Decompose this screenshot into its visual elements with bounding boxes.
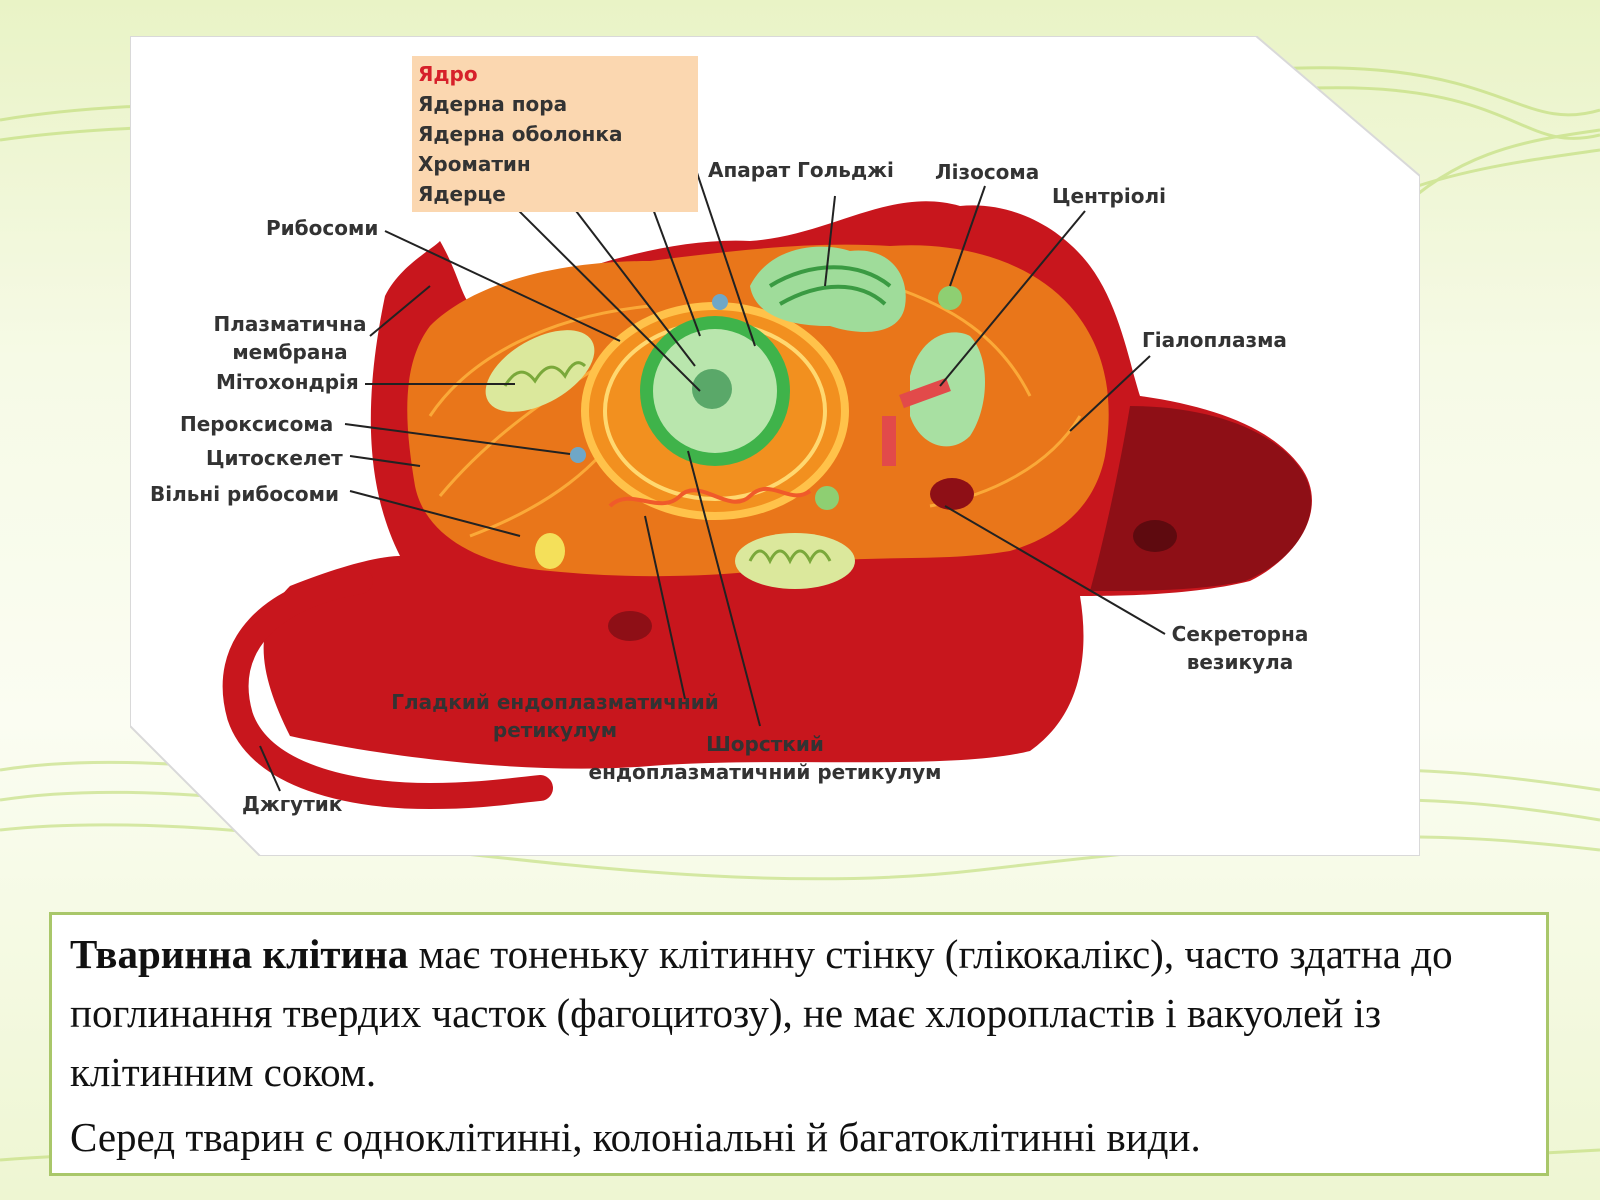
label-nucleolus: Ядерце [418,182,506,206]
flagellum [222,568,553,810]
label-secretory-vesicle-2: везикула [1186,650,1294,674]
lysosome [938,286,962,310]
centrioles [882,377,951,466]
mitochondrion-1 [485,330,595,412]
secretory-vesicle [930,478,974,510]
label-plasma-membrane-1: Плазматична [213,312,367,336]
label-free-ribosomes: Вільні рибосоми [150,482,340,506]
label-peroxisome: Пероксисома [180,412,334,436]
mitochondrion-2 [735,533,855,589]
nucleus-label-box [412,56,698,212]
label-nuclear-pore: Ядерна пора [418,92,568,116]
cell-illustration [130,36,1420,856]
nucleus-title: Ядро [418,62,478,86]
caption-term: Тваринна клітина [70,931,409,977]
label-secretory-vesicle-1: Секреторна [1171,622,1309,646]
caption-paragraph-2: Серед тварин є одноклітинні, колоніальні… [70,1114,1201,1160]
caption-box: Тваринна клітина має тоненьку клітинну с… [49,912,1549,1176]
caption-text-1: має тоненьку клітинну стінку (глікокалік… [70,931,1453,1095]
label-nuclear-envelope: Ядерна оболонка [418,122,623,146]
label-smooth-er-1: Гладкий ендоплазматичний [391,690,719,714]
label-smooth-er-2: ретикулум [492,718,618,742]
caption-paragraph-1: Тваринна клітина має тоненьку клітинну с… [70,925,1528,1102]
label-mitochondria: Мітохондрія [216,370,359,394]
peroxisome [570,447,586,463]
label-golgi: Апарат Гольджі [708,158,894,182]
label-flagellum: Джгутик [242,792,343,816]
label-cytoskeleton: Цитоскелет [206,446,343,470]
label-centrioles: Центріолі [1052,184,1166,208]
smooth-er [608,486,812,508]
label-rough-er-1: Шорсткий [706,732,824,756]
label-rough-er-2: ендоплазматичний ретикулум [588,760,942,784]
label-hyaloplasm: Гіалоплазма [1142,328,1287,352]
label-ribosomes: Рибосоми [266,216,379,240]
label-plasma-membrane-2: мембрана [232,340,348,364]
label-lysosome: Лізосома [935,160,1040,184]
diagram-card: Ядро Ядерна пора Ядерна оболонка Хромати… [130,36,1420,856]
nucleolus [692,369,732,409]
label-chromatin: Хроматин [418,152,531,176]
